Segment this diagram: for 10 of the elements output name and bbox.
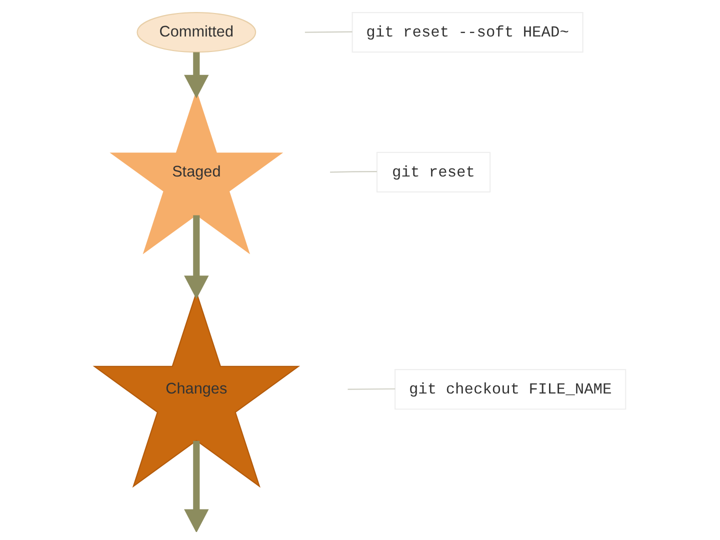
arrow xyxy=(184,52,209,98)
node-box: git reset --soft HEAD~ xyxy=(352,12,584,53)
node-ellipse: Committed xyxy=(136,12,256,53)
node-box: git reset xyxy=(376,152,491,192)
arrow xyxy=(184,440,209,532)
connector xyxy=(348,388,396,390)
connector xyxy=(304,31,352,33)
connector xyxy=(330,171,377,173)
arrow xyxy=(184,215,209,300)
node-box: git checkout FILE_NAME xyxy=(394,369,626,410)
